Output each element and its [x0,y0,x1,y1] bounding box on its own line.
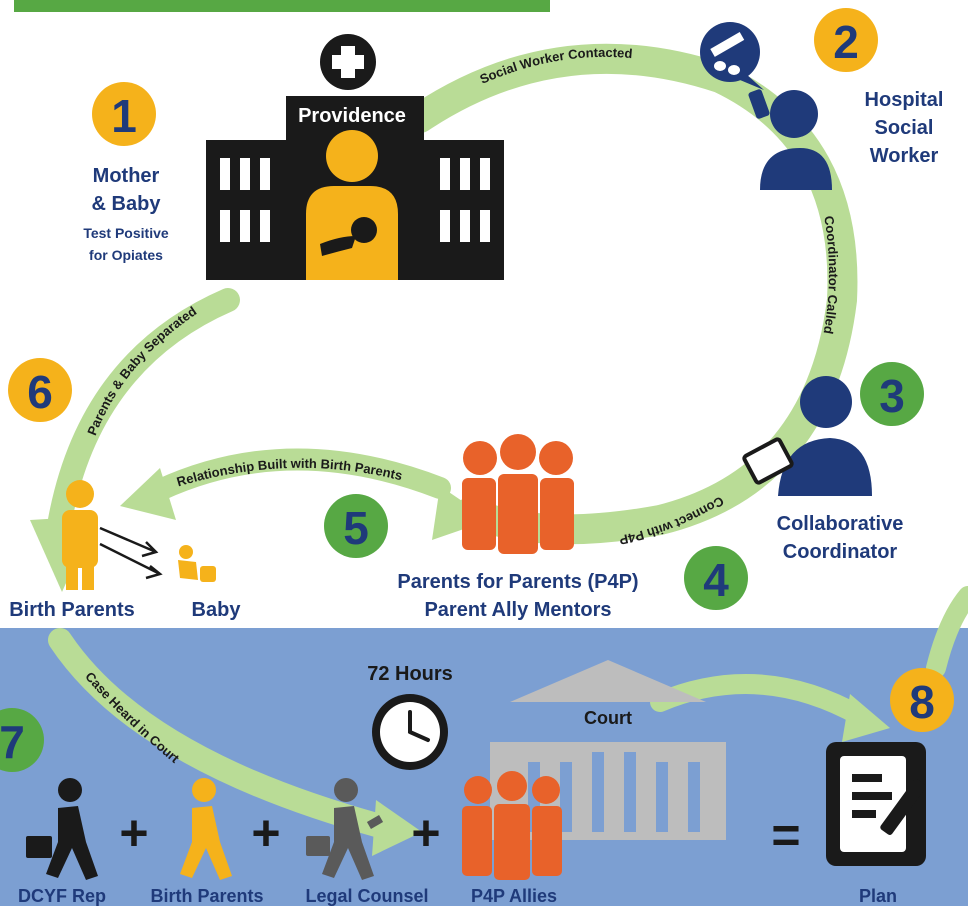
svg-text:6: 6 [27,366,53,418]
hospital-name: Providence [298,105,406,127]
baby-head [351,217,377,243]
step-4-badge: 4 [684,546,748,610]
operators: + + + = [119,805,800,863]
timer-label: 72 Hours [367,663,453,685]
svg-text:Collaborative: Collaborative [777,513,904,535]
baby-icon [178,545,216,582]
plus-sign-1: + [119,805,148,861]
family-labels: Birth Parents Baby [9,599,241,621]
svg-text:2: 2 [833,16,859,68]
separation-arrow [48,288,240,532]
label-legal-counsel: Legal Counsel [305,886,428,906]
plus-sign-3: + [411,805,440,861]
step-7-badge: 7 [0,708,44,772]
drug-speech-bubble-icon [700,22,764,90]
legal-counsel-icon [306,778,384,880]
step-1-badge: 1 [92,82,156,146]
label-dcyf-rep: DCYF Rep [18,886,106,906]
clock-icon [372,694,448,770]
step-6-badge: 6 [8,358,72,422]
label-coordinator-called: Coordinator Called [821,215,841,335]
plan-document-icon [826,742,926,866]
mother-head [326,130,378,182]
step-3-badge: 3 [860,362,924,426]
dcyf-rep-icon [26,778,98,880]
step-3-text: Collaborative Coordinator [777,513,904,563]
relationship-arrow [149,448,451,501]
svg-text:Hospital: Hospital [865,89,944,111]
svg-text:7: 7 [0,716,25,768]
top-banner-bar [14,0,550,12]
step-5-text: Parents for Parents (P4P) Parent Ally Me… [397,571,638,621]
svg-text:& Baby: & Baby [92,193,162,215]
p4p-mentors-icon [462,434,574,554]
svg-text:Worker: Worker [870,145,939,167]
hospital-icon [206,34,504,280]
step-8-badge: 8 [890,668,954,732]
social-worker-icon [748,89,832,190]
svg-text:for Opiates: for Opiates [89,247,163,263]
arrow-heads [30,468,890,856]
p4p-allies-icon [462,771,562,880]
step-2-badge: 2 [814,8,878,72]
svg-text:8: 8 [909,676,935,728]
svg-text:Birth Parents: Birth Parents [9,599,135,621]
svg-text:Parent Ally Mentors: Parent Ally Mentors [424,599,611,621]
svg-text:Test Positive: Test Positive [83,225,169,241]
birth-parent-icon [62,480,98,590]
svg-text:Mother: Mother [93,165,160,187]
coordinator-icon [742,376,872,496]
svg-text:Social: Social [875,117,934,139]
label-p4p-allies: P4P Allies [471,886,557,906]
equals-sign: = [771,807,800,863]
svg-text:3: 3 [879,370,905,422]
step-5-badge: 5 [324,494,388,558]
svg-text:Parents for Parents (P4P): Parents for Parents (P4P) [397,571,638,593]
participant-labels: DCYF Rep Birth Parents Legal Counsel P4P… [18,886,897,906]
court-label: Court [584,708,632,728]
svg-text:4: 4 [703,554,729,606]
svg-text:5: 5 [343,502,369,554]
return-arrow [926,586,968,678]
main-cycle-arrow [405,43,858,545]
svg-text:Baby: Baby [192,599,242,621]
svg-text:1: 1 [111,90,137,142]
step-1-text: Mother & Baby Test Positive for Opiates [83,165,169,263]
label-plan: Plan [859,886,897,906]
svg-text:Coordinator: Coordinator [783,541,898,563]
label-birth-parents: Birth Parents [150,886,263,906]
separation-arrows-icon [99,526,163,580]
step-2-text: Hospital Social Worker [865,89,944,167]
plus-sign-2: + [251,805,280,861]
flow-arrows [48,43,968,838]
birth-parents-walking-icon [180,778,232,880]
case-arrow [48,628,392,838]
